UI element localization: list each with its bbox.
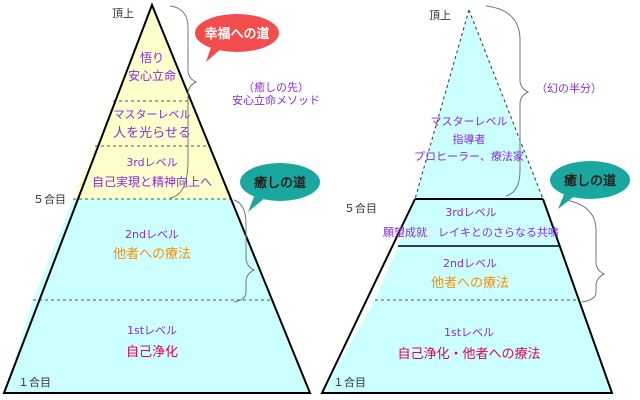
right-pyramid: 頂上 ５合目 １合目 マスターレベル 指導者 プロヒーラー、療法家 3rdレベル… (320, 5, 630, 394)
right-second-line2: 他者への療法 (431, 276, 509, 291)
right-brace-lower (565, 199, 606, 303)
healing-path-label-right: 癒しの道 (564, 173, 616, 189)
left-top-line1: 悟り (140, 50, 164, 65)
left-band-third (73, 146, 232, 199)
left-top-line2: 安心立命 (128, 68, 176, 83)
right-master-line3: プロヒーラー、療法家 (414, 149, 524, 163)
left-brace-upper (169, 5, 198, 199)
right-first-line2: 自己浄化・他者への療法 (397, 347, 540, 362)
right-band-master (415, 10, 543, 199)
right-summit-label: 頂上 (429, 9, 451, 22)
right-master-line1: マスターレベル (431, 115, 508, 128)
right-master-line2: 指導者 (453, 132, 486, 146)
healing-path-label-left: 癒しの道 (254, 175, 306, 191)
right-station5-label: ５合目 (344, 201, 377, 215)
left-third-line1: 3rdレベル (126, 156, 177, 169)
right-brace-upper (485, 5, 530, 197)
left-pyramid-outline (2, 2, 312, 394)
left-third-line2: 自己実現と精神向上へ (92, 174, 212, 189)
left-band-first (4, 300, 310, 393)
left-second-line2: 他者への療法 (113, 247, 191, 262)
right-second-line1: 2ndレベル (443, 257, 497, 270)
right-third-line2: 願望成就 レイキとのさらなる共鳴 (383, 225, 559, 239)
right-third-line1: 3rdレベル (445, 206, 496, 219)
right-band-second (375, 246, 579, 300)
healing-path-bubble-left: 癒しの道 (240, 163, 320, 212)
left-band-second (33, 199, 273, 300)
left-note-line1: （癒しの先） (243, 80, 309, 94)
left-station5-label: ５合目 (33, 192, 66, 206)
left-first-line1: 1stレベル (127, 324, 177, 337)
healing-path-bubble-right: 癒しの道 (550, 161, 630, 209)
right-band-first (322, 300, 612, 393)
left-note-line2: 安心立命メソッド (232, 93, 320, 107)
left-first-line2: 自己浄化 (126, 345, 178, 360)
left-brace-lower (233, 199, 256, 303)
happiness-path-label: 幸福への道 (204, 26, 269, 42)
left-summit-label: 頂上 (112, 7, 134, 20)
right-first-line1: 1stレベル (444, 326, 494, 339)
right-band-third (398, 199, 560, 246)
left-pyramid: 頂上 ５合目 １合目 悟り 安心立命 マスターレベル 人を光らせる 3rdレベル… (2, 2, 320, 394)
left-station1-label: １合目 (18, 375, 51, 389)
right-note: （幻の半分） (536, 81, 602, 95)
happiness-path-bubble: 幸福への道 (195, 14, 279, 62)
right-station1-label: １合目 (333, 375, 366, 389)
left-master-line2: 人を光らせる (113, 126, 191, 141)
left-second-line1: 2ndレベル (125, 228, 179, 241)
left-band-top (113, 5, 192, 101)
left-master-line1: マスターレベル (114, 108, 191, 121)
left-band-master (95, 101, 210, 146)
